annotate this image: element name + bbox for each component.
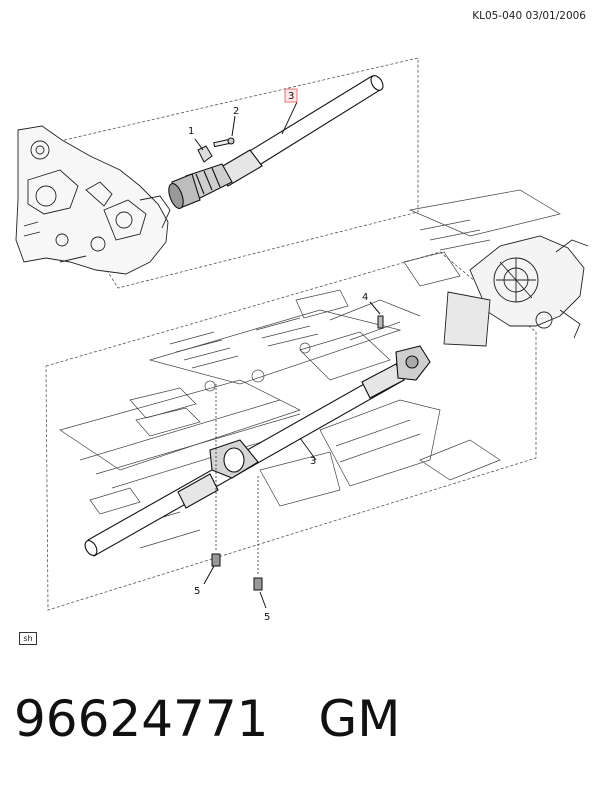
callout-5-left: 5: [194, 586, 200, 597]
propeller-shaft-upper: [168, 75, 384, 209]
part-number: 96624771: [14, 690, 269, 748]
sh-tag: sh: [19, 632, 37, 645]
callout-3-highlight-box: [284, 88, 298, 103]
callout-3-upper: 3: [288, 91, 294, 102]
bolt-part-4: [369, 301, 384, 329]
rear-differential: [443, 235, 589, 347]
drawing-reference: KL05-040 03/01/2006: [472, 10, 586, 22]
lower-plane-outline: [45, 251, 537, 611]
brand-name: GM: [318, 690, 401, 748]
propeller-shaft-lower: [84, 345, 431, 557]
transmission-housing: [15, 125, 171, 275]
callout-4: 4: [362, 292, 368, 303]
bolt-part-5-right: [253, 476, 267, 609]
leader-lines: [281, 101, 317, 461]
callout-1: 1: [188, 126, 194, 137]
part-number-line: 96624771 GM: [14, 690, 400, 748]
callout-5-right: 5: [264, 612, 270, 623]
clip-part-1: [194, 138, 213, 163]
callout-3-lower: 3: [310, 456, 316, 467]
underbody-floor: [59, 189, 561, 549]
bolt-part-2: [213, 115, 236, 148]
bolt-part-5-left: [203, 384, 221, 585]
callout-2: 2: [233, 106, 239, 117]
